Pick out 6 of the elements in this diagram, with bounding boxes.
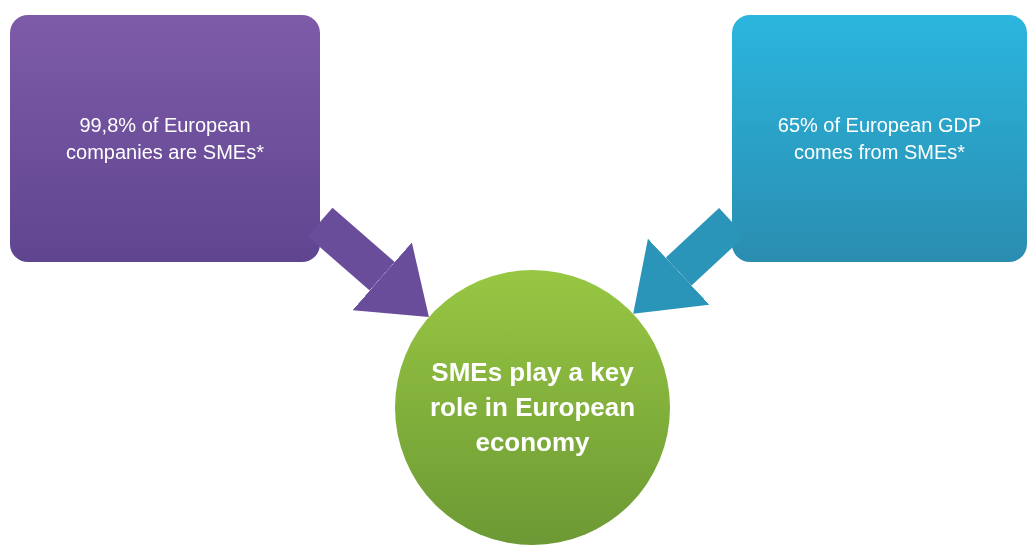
rounded-box	[732, 15, 1027, 262]
node-text: 65% of European GDP comes from SMEs*	[776, 112, 983, 165]
node-text: 99,8% of European companies are SMEs*	[65, 112, 265, 165]
rounded-box	[10, 15, 320, 262]
node-text: SMEs play a key role in European economy	[428, 355, 637, 460]
block-arrow	[307, 207, 429, 318]
